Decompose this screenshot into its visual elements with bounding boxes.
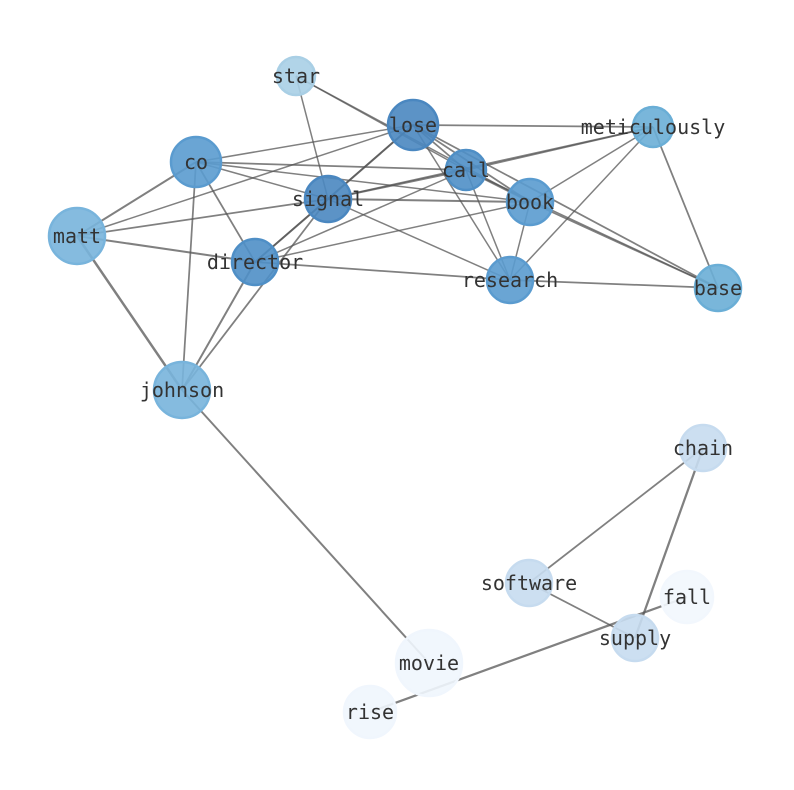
node-label: chain xyxy=(673,436,733,460)
node-circle[interactable] xyxy=(230,237,280,287)
node-label: signal xyxy=(292,187,364,211)
node-circle[interactable] xyxy=(693,263,743,313)
edge-chain-supply xyxy=(633,447,705,639)
node-co[interactable]: co xyxy=(169,135,223,189)
node-base[interactable]: base xyxy=(693,263,743,313)
node-circle[interactable] xyxy=(485,255,535,305)
node-label: director xyxy=(207,250,303,274)
node-label: co xyxy=(184,150,208,174)
edge-lose-base xyxy=(412,124,719,289)
edge-matt-johnson xyxy=(75,235,184,391)
node-johnson[interactable]: johnson xyxy=(140,360,224,420)
edge-signal-research xyxy=(327,198,511,281)
edge-meticulously-research xyxy=(509,126,654,281)
node-supply[interactable]: supply xyxy=(599,613,671,663)
node-circle[interactable] xyxy=(631,105,675,149)
node-signal[interactable]: signal xyxy=(292,174,364,224)
node-lose[interactable]: lose xyxy=(386,98,440,152)
node-label: matt xyxy=(53,224,101,248)
node-star[interactable]: star xyxy=(272,55,320,97)
node-label: fall xyxy=(663,585,711,609)
node-label: rise xyxy=(346,700,394,724)
node-matt[interactable]: matt xyxy=(47,206,107,266)
node-circle[interactable] xyxy=(394,628,464,698)
node-label: supply xyxy=(599,626,671,650)
edge-johnson-movie xyxy=(181,389,430,664)
node-research[interactable]: research xyxy=(462,255,558,305)
edge-call-meticulously xyxy=(465,126,654,171)
edge-signal-book xyxy=(327,198,531,203)
node-call[interactable]: call xyxy=(442,148,490,192)
node-director[interactable]: director xyxy=(207,237,303,287)
node-fall[interactable]: fall xyxy=(659,569,715,625)
node-label: software xyxy=(481,571,577,595)
edge-director-research xyxy=(254,261,511,281)
node-circle[interactable] xyxy=(152,360,212,420)
node-label: call xyxy=(442,158,490,182)
node-circle[interactable] xyxy=(47,206,107,266)
node-label: movie xyxy=(399,651,459,675)
nodes-layer: star lose meticulously co call signal book matt… xyxy=(47,55,743,740)
edge-meticulously-base xyxy=(652,126,719,289)
edge-star-call xyxy=(295,75,467,171)
node-label: research xyxy=(462,268,558,292)
node-software[interactable]: software xyxy=(481,558,577,608)
edge-co-johnson xyxy=(181,161,197,391)
edge-lose-research xyxy=(412,124,511,281)
node-circle[interactable] xyxy=(504,558,554,608)
node-meticulously[interactable]: meticulously xyxy=(581,105,726,149)
node-circle[interactable] xyxy=(659,569,715,625)
node-circle[interactable] xyxy=(169,135,223,189)
node-circle[interactable] xyxy=(386,98,440,152)
node-circle[interactable] xyxy=(678,423,728,473)
node-chain[interactable]: chain xyxy=(673,423,733,473)
node-circle[interactable] xyxy=(444,148,488,192)
edge-lose-matt xyxy=(76,124,414,237)
node-circle[interactable] xyxy=(505,177,555,227)
edge-research-base xyxy=(509,279,719,289)
node-circle[interactable] xyxy=(303,174,353,224)
edge-book-base xyxy=(529,201,719,289)
node-book[interactable]: book xyxy=(505,177,555,227)
node-label: star xyxy=(272,64,320,88)
edge-signal-johnson xyxy=(181,198,329,391)
node-rise[interactable]: rise xyxy=(342,684,398,740)
edge-chain-software xyxy=(528,447,704,584)
node-label: base xyxy=(694,276,742,300)
node-circle[interactable] xyxy=(342,684,398,740)
edge-lose-co xyxy=(195,124,414,163)
node-circle[interactable] xyxy=(275,55,317,97)
edge-book-director xyxy=(254,201,531,263)
node-label: meticulously xyxy=(581,115,726,139)
edge-matt-director xyxy=(76,235,256,263)
edge-co-call xyxy=(195,161,467,171)
edge-call-director xyxy=(254,169,467,263)
node-circle[interactable] xyxy=(610,613,660,663)
node-label: lose xyxy=(389,113,437,137)
edge-lose-meticulously xyxy=(412,124,654,128)
node-label: book xyxy=(506,190,554,214)
node-movie[interactable]: movie xyxy=(394,628,464,698)
edge-co-book xyxy=(195,161,531,203)
node-label: johnson xyxy=(140,378,224,402)
edge-signal-matt xyxy=(76,198,329,237)
